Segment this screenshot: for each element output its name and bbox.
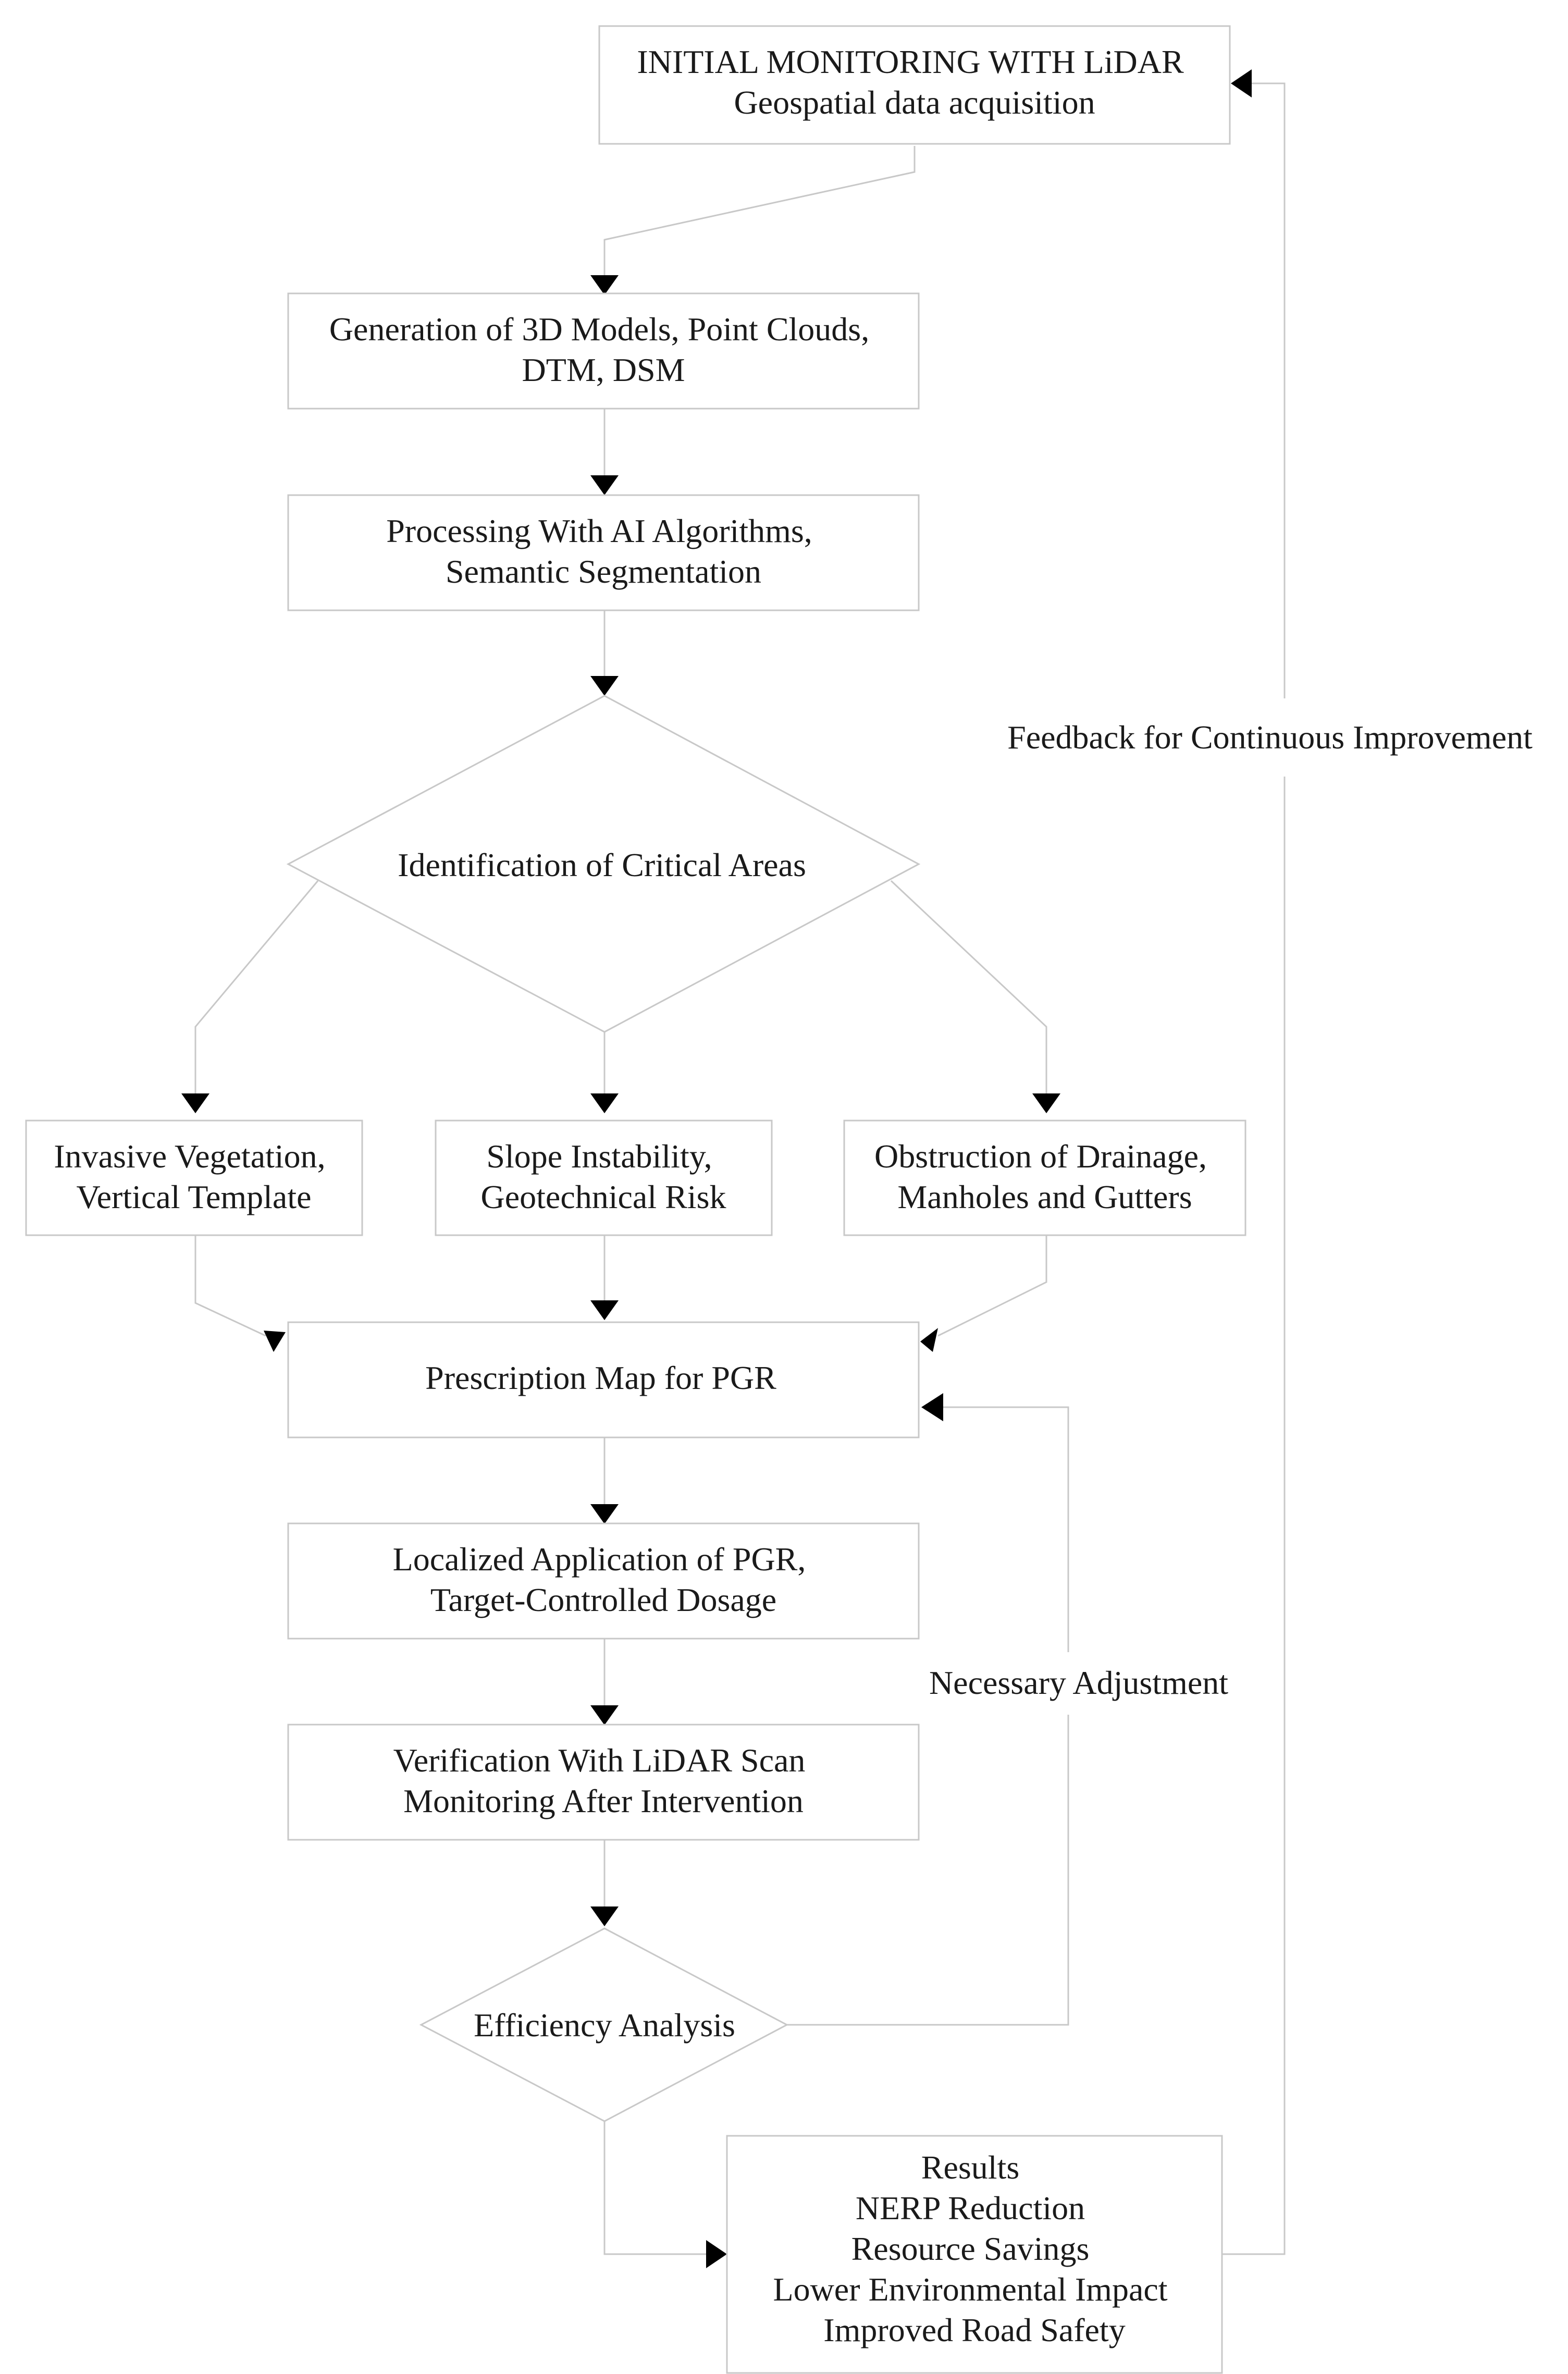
node-line: Resource Savings	[851, 2230, 1090, 2267]
node-prescription-map: Prescription Map for PGR	[287, 1321, 920, 1438]
node-line: Geotechnical Risk	[481, 1178, 726, 1215]
node-line: Obstruction of Drainage,	[874, 1138, 1207, 1175]
arrowhead-adjustment	[921, 1393, 943, 1421]
edges	[181, 69, 1286, 2268]
node-line: Vertical Template	[76, 1178, 311, 1215]
arrowhead-efficiency	[590, 1906, 619, 1926]
node-obstruction-drainage: Obstruction of Drainage, Manholes and Gu…	[843, 1120, 1246, 1236]
edge-identification-to-vegetation	[194, 880, 319, 1094]
node-line: Verification With LiDAR Scan	[393, 1742, 806, 1779]
node-line: DTM, DSM	[522, 351, 685, 388]
node-line: Geospatial data acquisition	[734, 84, 1095, 121]
node-line: Target-Controlled Dosage	[430, 1581, 776, 1618]
node-initial-monitoring: INITIAL MONITORING WITH LiDAR Geospatial…	[598, 25, 1231, 145]
node-processing-ai: Processing With AI Algorithms, Semantic …	[287, 494, 920, 611]
node-line: Lower Environmental Impact	[773, 2271, 1167, 2308]
node-verification-lidar: Verification With LiDAR Scan Monitoring …	[287, 1724, 920, 1841]
arrowhead-feedback	[1231, 69, 1252, 97]
node-line: Improved Road Safety	[823, 2311, 1125, 2348]
node-text-results: Results NERP Reduction Resource Savings …	[773, 2149, 1176, 2348]
arrowhead-prescription-top	[590, 1300, 619, 1320]
feedback-label: Feedback for Continuous Improvement	[1007, 719, 1533, 756]
arrowhead-vegetation	[181, 1093, 209, 1113]
adjustment-label: Necessary Adjustment	[929, 1664, 1228, 1701]
node-line: Efficiency Analysis	[474, 2007, 735, 2044]
arrowhead-verification	[590, 1705, 619, 1725]
arrowhead-localized	[590, 1504, 619, 1524]
node-text-generation-models: Generation of 3D Models, Point Clouds, D…	[329, 311, 878, 388]
node-text-efficiency-analysis: Efficiency Analysis	[474, 2007, 735, 2044]
node-line: Semantic Segmentation	[446, 553, 761, 590]
arrowhead-slope	[590, 1093, 619, 1113]
node-text-obstruction-drainage: Obstruction of Drainage, Manholes and Gu…	[874, 1138, 1215, 1215]
edge-feedback-loop	[1222, 82, 1286, 2255]
node-line: Prescription Map for PGR	[425, 1359, 776, 1396]
node-line: Invasive Vegetation,	[54, 1138, 325, 1175]
node-results: Results NERP Reduction Resource Savings …	[726, 2135, 1223, 2374]
node-text-identification-critical: Identification of Critical Areas	[398, 846, 806, 883]
arrowhead-generation	[590, 275, 619, 295]
node-line: Slope Instability,	[486, 1138, 712, 1175]
node-line: Results	[921, 2149, 1019, 2186]
node-line: NERP Reduction	[856, 2190, 1085, 2227]
node-identification-critical: Identification of Critical Areas	[286, 695, 921, 1033]
node-text-slope-instability: Slope Instability, Geotechnical Risk	[481, 1138, 726, 1215]
node-text-localized-application: Localized Application of PGR, Target-Con…	[393, 1541, 814, 1618]
node-localized-application: Localized Application of PGR, Target-Con…	[287, 1522, 920, 1640]
node-line: Monitoring After Intervention	[403, 1782, 804, 1819]
edge-initial-to-generation	[603, 146, 916, 276]
arrowhead-identification	[590, 676, 619, 696]
node-line: Identification of Critical Areas	[398, 846, 806, 883]
node-line: INITIAL MONITORING WITH LiDAR	[637, 43, 1184, 80]
arrowhead-results	[706, 2240, 727, 2268]
nodes: INITIAL MONITORING WITH LiDAR Geospatial…	[25, 25, 1246, 2374]
node-text-invasive-vegetation: Invasive Vegetation, Vertical Template	[54, 1138, 334, 1215]
arrowhead-drainage	[1032, 1093, 1060, 1113]
node-line: Manholes and Gutters	[897, 1178, 1192, 1215]
arrowhead-prescription-left	[264, 1331, 286, 1352]
node-generation-models: Generation of 3D Models, Point Clouds, D…	[287, 292, 920, 410]
edge-adjustment-loop	[787, 1406, 1069, 2026]
node-line: Generation of 3D Models, Point Clouds,	[329, 311, 869, 348]
arrowhead-processing	[590, 475, 619, 495]
node-text-initial-monitoring: INITIAL MONITORING WITH LiDAR Geospatial…	[637, 43, 1192, 121]
node-text-processing-ai: Processing With AI Algorithms, Semantic …	[386, 512, 821, 590]
edge-efficiency-to-results	[603, 2121, 706, 2255]
edge-identification-to-drainage	[890, 880, 1047, 1094]
node-slope-instability: Slope Instability, Geotechnical Risk	[435, 1120, 773, 1236]
edge-labels: Feedback for Continuous Improvement Nece…	[904, 698, 1563, 1715]
edge-vegetation-to-prescription	[194, 1235, 266, 1337]
node-line: Localized Application of PGR,	[393, 1541, 806, 1578]
node-invasive-vegetation: Invasive Vegetation, Vertical Template	[25, 1120, 363, 1236]
edge-drainage-to-prescription	[937, 1235, 1047, 1337]
node-text-prescription-map: Prescription Map for PGR	[425, 1359, 776, 1396]
arrowhead-prescription-right	[920, 1328, 938, 1352]
node-text-verification-lidar: Verification With LiDAR Scan Monitoring …	[393, 1742, 814, 1819]
node-line: Processing With AI Algorithms,	[386, 512, 812, 549]
node-efficiency-analysis: Efficiency Analysis	[419, 1927, 789, 2122]
